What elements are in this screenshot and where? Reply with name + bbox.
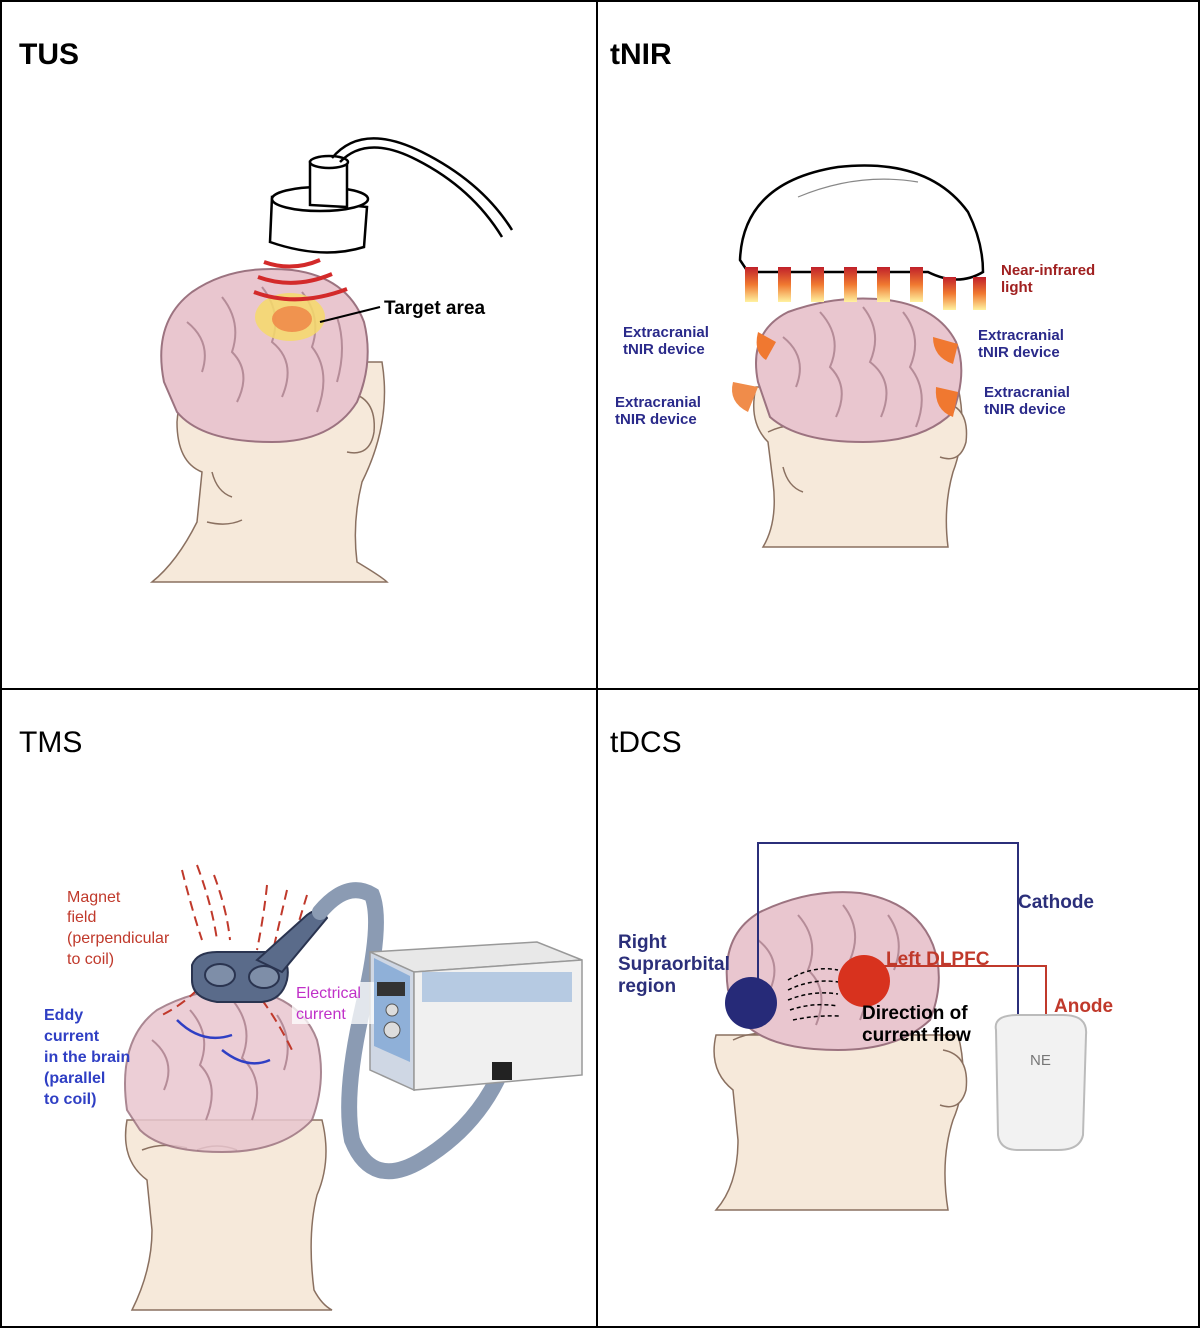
tdcs-anode-label: Anode (1054, 996, 1113, 1017)
tdcs-cathode-label: Cathode (1018, 892, 1094, 913)
panel-tdcs: tDCS NE (598, 690, 1198, 1326)
tnir-device-label-br-1: Extracranial (984, 384, 1070, 401)
tms-eddy-label-1: Eddy (44, 1007, 83, 1024)
tdcs-right-label-3: region (618, 976, 676, 997)
tdcs-flow-label-2: current flow (862, 1025, 971, 1046)
tms-eddy-label-4: (parallel (44, 1070, 105, 1087)
tnir-device-label-bl-1: Extracranial (615, 394, 701, 411)
tus-illustration: Target area (149, 137, 514, 583)
tus-target-label: Target area (384, 298, 485, 319)
tus-target-core (272, 306, 312, 332)
tdcs-right-label-2: Supraorbital (618, 954, 730, 975)
tms-eddy-label-2: current (44, 1028, 100, 1045)
tdcs-head (713, 1034, 964, 1211)
tdcs-left-label: Left DLPFC (886, 949, 990, 970)
tms-stimulator (369, 941, 583, 1092)
tnir-device-label-tl-1: Extracranial (623, 324, 709, 341)
panel-tus: TUS Target are (2, 2, 598, 688)
tms-magnet-label-2: field (67, 909, 96, 926)
tms-magnet-label-1: Magnet (67, 889, 121, 906)
tnir-light-label-line2: light (1001, 279, 1033, 296)
tnir-device-label-br-2: tNIR device (984, 401, 1066, 418)
tnir-device-label-tl-2: tNIR device (623, 341, 705, 358)
tnir-device-label-bl-2: tNIR device (615, 411, 697, 428)
tms-electrical-label-1: Electrical (296, 985, 361, 1002)
tnir-helmet (738, 164, 985, 281)
tms-magnet-label-4: to coil) (67, 951, 114, 968)
tms-illustration: Magnet field (perpendicular to coil) Edd… (44, 864, 583, 1311)
tdcs-right-label-1: Right (618, 932, 667, 953)
tdcs-device-logo: NE (1030, 1052, 1051, 1069)
tms-eddy-label-3: in the brain (44, 1049, 130, 1066)
tnir-illustration: Near-infrared light Extracranial tNIR de… (615, 164, 1095, 548)
tms-coil-handle (255, 909, 329, 974)
tdcs-illustration: NE Cathode Anode Right Supraorbital regi… (618, 842, 1113, 1211)
tms-brain (124, 988, 322, 1154)
tus-wave-1 (263, 258, 321, 269)
tdcs-anode-electrode (838, 955, 890, 1007)
tnir-device-label-tr-2: tNIR device (978, 344, 1060, 361)
tms-electrical-label-2: current (296, 1006, 346, 1023)
tnir-light-label-line1: Near-infrared (1001, 262, 1095, 279)
panel-tnir: tNIR (598, 2, 1198, 688)
tms-magnet-label-3: (perpendicular (67, 930, 170, 947)
tdcs-flow-label-1: Direction of (862, 1003, 968, 1024)
tdcs-cathode-electrode (725, 977, 777, 1029)
panel-tms: TMS (2, 690, 598, 1326)
tnir-device-label-tr-1: Extracranial (978, 327, 1064, 344)
tnir-brain (755, 297, 963, 444)
tdcs-device (994, 1014, 1088, 1151)
tms-coil-left-ring (204, 963, 236, 987)
tms-eddy-label-5: to coil) (44, 1091, 96, 1108)
tus-transducer-neck-top (308, 154, 350, 170)
